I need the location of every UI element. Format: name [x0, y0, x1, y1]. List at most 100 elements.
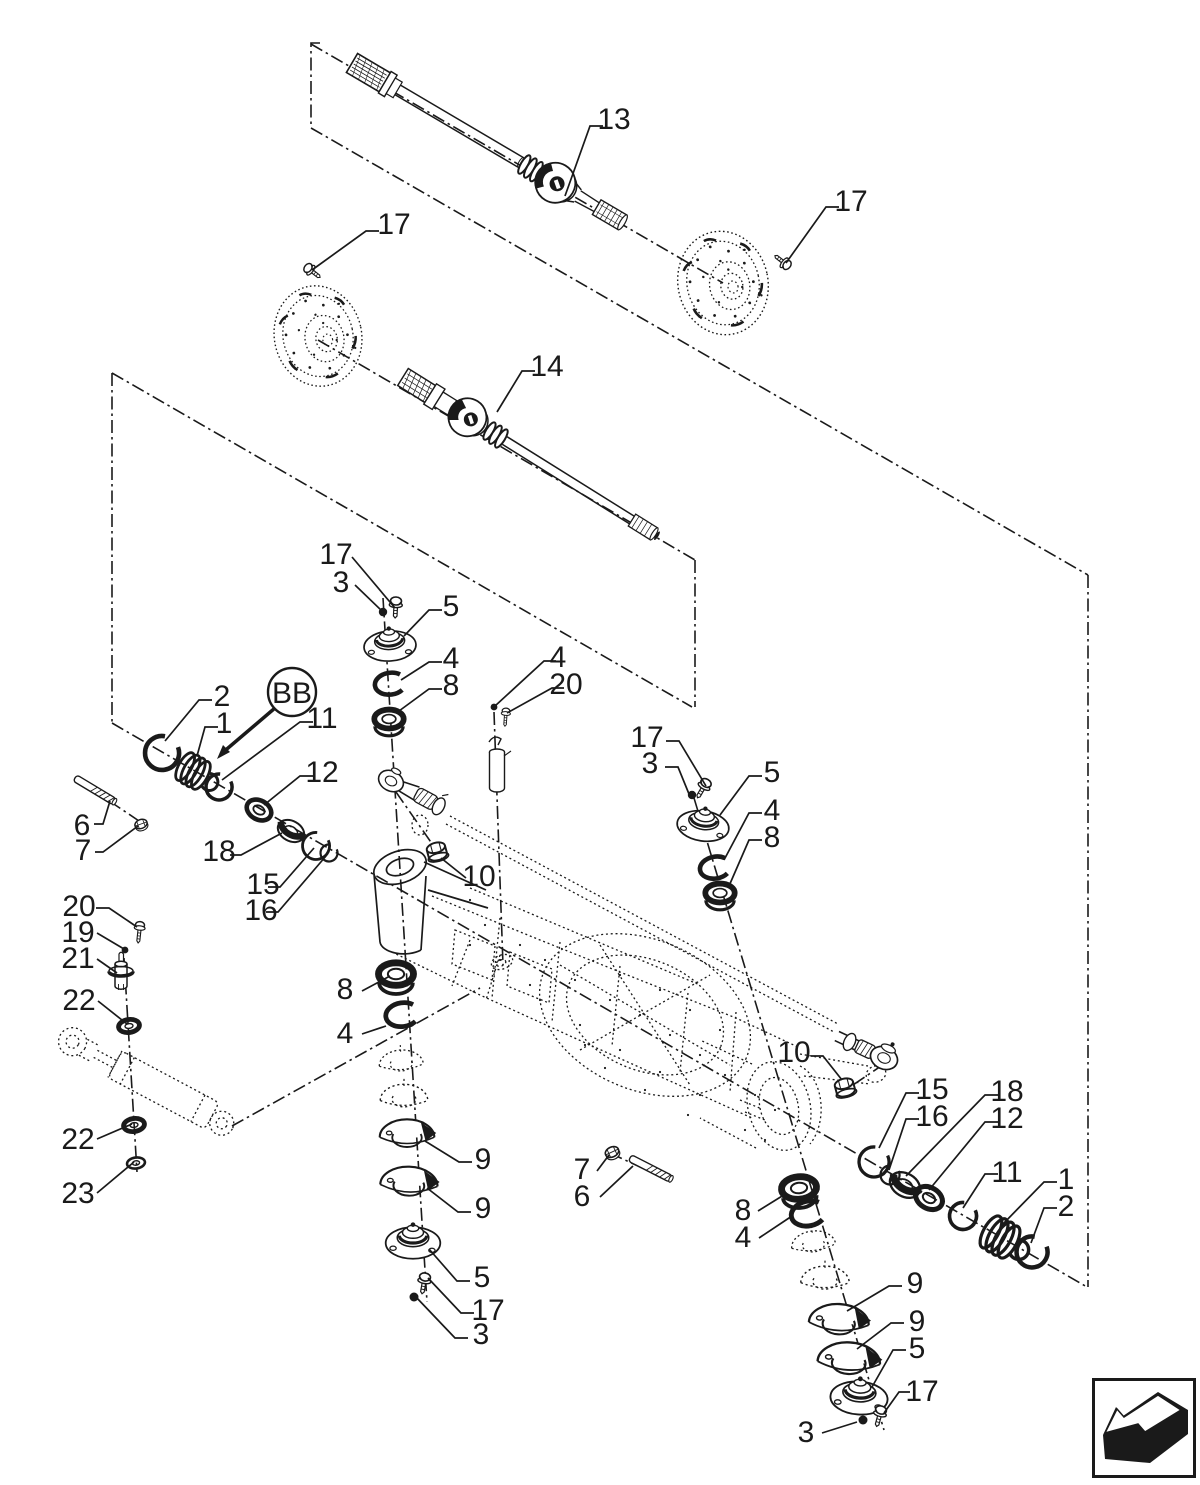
- callout-label-17: 17: [905, 1375, 938, 1408]
- callout-leader-21: [96, 958, 118, 974]
- callout-label-22: 22: [61, 1123, 94, 1156]
- callout-label-6: 6: [74, 809, 91, 842]
- callout-leader-17: [883, 1391, 910, 1414]
- callout-label-9: 9: [907, 1267, 924, 1300]
- part-bearing-8: [379, 963, 414, 994]
- callout-leader-17: [351, 556, 396, 609]
- callout-label-4: 4: [337, 1017, 354, 1050]
- callout-leader-9: [426, 1187, 471, 1213]
- callout-label-13: 13: [597, 103, 630, 136]
- part-snap-ring-11: [199, 768, 238, 807]
- callout-leader-5: [428, 1248, 470, 1282]
- callout-leader-2: [164, 699, 212, 742]
- callout-label-10: 10: [462, 860, 495, 893]
- callout-label-16: 16: [915, 1100, 948, 1133]
- callout-leader-2: [1030, 1207, 1057, 1244]
- callout-label-5: 5: [474, 1261, 491, 1294]
- tie-rod: [377, 767, 899, 1101]
- callout-label-19: 19: [61, 916, 94, 949]
- callout-leader-3: [414, 1295, 468, 1339]
- part-seal-4: [789, 1199, 823, 1229]
- callout-label-17: 17: [471, 1294, 504, 1327]
- callout-leader-3: [665, 766, 690, 795]
- callout-leader-17: [311, 230, 379, 271]
- callout-label-3: 3: [798, 1416, 815, 1449]
- axle-shaft-14: [396, 367, 660, 541]
- axle-shaft-13: [345, 52, 628, 231]
- callout-leader-3: [821, 1421, 858, 1434]
- callout-label-3: 3: [473, 1318, 490, 1351]
- callout-label-5: 5: [764, 756, 781, 789]
- callout-leader-17: [666, 740, 707, 787]
- callout-leader-3: [354, 584, 383, 612]
- callout-leader-20: [506, 687, 564, 714]
- callout-label-5: 5: [443, 590, 460, 623]
- part-snap-ring-11: [942, 1196, 983, 1237]
- part-cap-phantom: [800, 1259, 850, 1290]
- callout-leader-14: [496, 370, 535, 413]
- part-pin-21: [107, 950, 135, 992]
- nav-arrow-icon[interactable]: [1092, 1378, 1196, 1478]
- callout-label-11: 11: [991, 1156, 1022, 1189]
- callout-leader-12: [928, 1121, 998, 1191]
- wheel-end-parts-right: [602, 1141, 1053, 1274]
- callout-leader-4: [758, 1215, 793, 1239]
- part-nut-3: [858, 1415, 868, 1425]
- callout-label-8: 8: [764, 821, 781, 854]
- part-washer-22: [118, 1018, 141, 1034]
- callout-label-20: 20: [549, 668, 582, 701]
- part-nut-10-right: [831, 1075, 859, 1101]
- callout-leader-22: [97, 1000, 128, 1025]
- callout-label-23: 23: [61, 1177, 94, 1210]
- kingpin-stack-right-lower: [781, 1175, 891, 1429]
- cylinder-mount-axis: [231, 987, 481, 1127]
- callout-label-8: 8: [735, 1194, 752, 1227]
- steering-cylinder: [57, 1027, 235, 1136]
- callout-label-21: 21: [61, 942, 94, 975]
- callout-leader-9: [856, 1322, 904, 1350]
- part-seal-4: [698, 855, 728, 881]
- callout-leader-5: [403, 609, 442, 637]
- callout-label-10: 10: [777, 1036, 810, 1069]
- part-stud-6: [72, 774, 119, 807]
- callout-label-15: 15: [246, 868, 279, 901]
- part-cap-phantom: [377, 1043, 425, 1073]
- part-bolt-17: [770, 250, 795, 273]
- callout-leader-15: [878, 1092, 919, 1149]
- callout-label-3: 3: [333, 566, 350, 599]
- part-bearing-8: [705, 884, 734, 910]
- callout-leader-8: [757, 1192, 788, 1212]
- callout-leader-7: [596, 1154, 610, 1172]
- callout-label-8: 8: [337, 973, 354, 1006]
- callout-leader-9: [424, 1140, 472, 1163]
- part-seal-4: [384, 1001, 416, 1029]
- callout-leader-1: [196, 726, 218, 757]
- callout-leader-8: [398, 688, 442, 712]
- balloon-label: BB: [272, 677, 312, 710]
- part-cap-5: [673, 801, 733, 846]
- callout-label-15: 15: [915, 1073, 948, 1106]
- part-stud-6: [627, 1154, 675, 1184]
- callout-label-4: 4: [443, 642, 460, 675]
- callout-leader-23: [96, 1161, 135, 1194]
- callout-leader-5: [871, 1349, 906, 1388]
- callout-leader-18: [905, 1094, 998, 1177]
- part-cap-9: [815, 1339, 884, 1377]
- callout-label-22: 22: [62, 984, 95, 1017]
- kingpin-stack-left: [361, 595, 442, 1302]
- callout-leader-5: [719, 775, 762, 816]
- part-ring-12: [911, 1182, 946, 1214]
- callout-leader-16: [266, 855, 327, 913]
- callout-leader-15: [268, 847, 315, 888]
- callout-label-18: 18: [990, 1075, 1023, 1108]
- steering-stop-pin: [488, 703, 512, 793]
- callout-leader-17: [427, 1277, 474, 1314]
- callout-leader-4: [361, 1025, 387, 1035]
- callout-leader-8: [728, 839, 762, 887]
- callout-leader-17: [785, 206, 839, 264]
- callout-leader-4: [723, 812, 762, 861]
- part-bolt-17: [387, 595, 404, 620]
- callout-label-5: 5: [909, 1332, 926, 1365]
